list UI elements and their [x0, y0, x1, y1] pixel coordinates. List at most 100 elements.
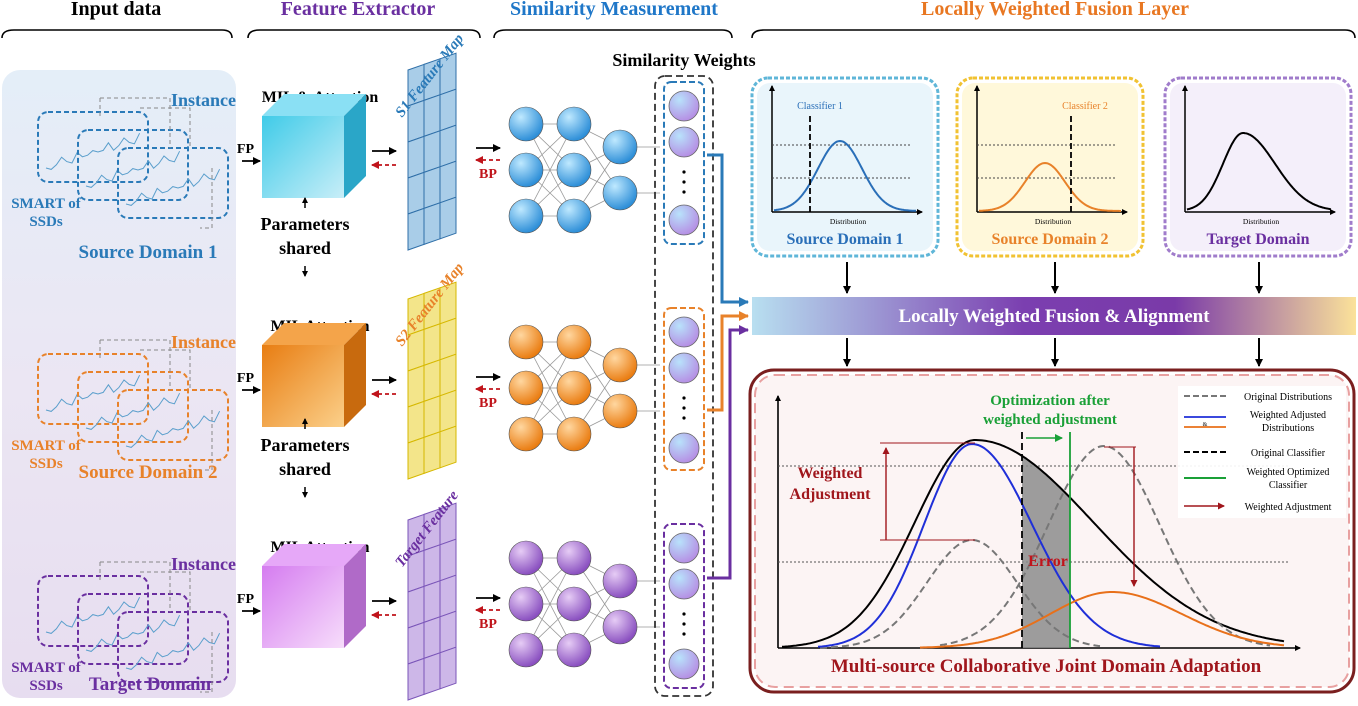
feature-map-cell	[407, 400, 425, 444]
smart-series-line	[45, 596, 141, 634]
weight-group-box	[663, 81, 705, 245]
net-node	[508, 198, 544, 234]
net-node	[602, 393, 638, 429]
weight-group-box	[663, 307, 705, 471]
ellipsis-dot	[682, 622, 686, 626]
fusion-alignment-label: Locally Weighted Fusion & Alignment	[898, 306, 1210, 327]
feature-map-cell	[407, 364, 425, 408]
instance-bracket	[99, 561, 213, 693]
feature-map-cell	[439, 574, 457, 618]
legend-item-1: Original Distributions	[1184, 392, 1332, 403]
parameters-label: Parameters	[261, 435, 350, 455]
instance-label: Instance	[171, 332, 236, 352]
weight-node	[668, 204, 700, 236]
cube-front	[262, 345, 344, 427]
net-node	[556, 324, 592, 360]
net-node	[556, 586, 592, 622]
header-feature-extractor: Feature Extractor	[281, 0, 436, 20]
dist-panel-label: Source Domain 1	[786, 231, 903, 248]
net-node	[508, 370, 544, 406]
weight-node	[668, 90, 700, 122]
instance-label: Instance	[171, 554, 236, 574]
net-node	[508, 540, 544, 576]
net-node	[602, 563, 638, 599]
feature-map-cell	[407, 171, 425, 215]
dist-panel-label: Source Domain 2	[991, 231, 1108, 248]
legend-label: Weighted Adjustment	[1245, 502, 1332, 513]
feature-map-cell	[439, 317, 457, 361]
dist-panel-border	[955, 76, 1145, 258]
bp-label: BP	[479, 617, 497, 632]
feature-map-cell	[407, 135, 425, 179]
feature-map-cell	[439, 389, 457, 433]
cube-front	[262, 116, 344, 198]
feature-map-cell	[423, 323, 441, 367]
distribution-axis-label: Distribution	[1035, 217, 1072, 226]
bottom-panel-title: Multi-source Collaborative Joint Domain …	[831, 656, 1262, 677]
legend-label: Weighted Adjusted	[1250, 410, 1326, 421]
distribution-curve	[1186, 132, 1332, 211]
distribution-axis-label: Distribution	[830, 217, 867, 226]
ellipsis-dot	[682, 632, 686, 636]
fp-label: FP	[237, 592, 255, 607]
error-label: Error	[1028, 553, 1068, 570]
ellipsis-dot	[682, 406, 686, 410]
smart-series-line	[85, 614, 181, 652]
feature-map-cell	[407, 436, 425, 480]
instance-box	[117, 389, 229, 461]
feature-map-cell	[439, 124, 457, 168]
ellipsis-dot	[682, 190, 686, 194]
weighted-label-2: Adjustment	[790, 486, 872, 503]
feature-map-cell	[423, 580, 441, 624]
feature-map-cell	[439, 88, 457, 132]
original-distribution-1	[820, 538, 1101, 649]
cube-top	[262, 323, 366, 345]
feature-map-cell	[439, 425, 457, 469]
net-node	[556, 370, 592, 406]
weight-node	[668, 432, 700, 464]
weight-node	[668, 532, 700, 564]
feature-map-cell	[439, 196, 457, 240]
net-node	[508, 586, 544, 622]
feature-extractors: MIL & AttentionFPS1 Feature MapBPMIL Att…	[237, 31, 501, 701]
similarity-networks	[508, 106, 660, 668]
fp-label: FP	[237, 142, 255, 157]
net-node	[602, 175, 638, 211]
weight-node	[668, 352, 700, 384]
header-input-data: Input data	[71, 0, 162, 20]
instance-bracket	[99, 97, 213, 229]
domain-name-label: Source Domain 2	[79, 462, 218, 483]
cube-top	[262, 544, 366, 566]
distribution-axis-label: Distribution	[1243, 217, 1280, 226]
instance-label: Instance	[171, 90, 236, 110]
ellipsis-dot	[682, 396, 686, 400]
instance-box	[77, 129, 189, 201]
header-similarity-measurement: Similarity Measurement	[510, 0, 718, 20]
net-node	[556, 152, 592, 188]
neural-net-1	[508, 106, 660, 234]
legend-amp: &	[1203, 422, 1208, 428]
feature-map-cell	[439, 610, 457, 654]
instance-box	[77, 593, 189, 665]
feature-map-cell	[407, 621, 425, 665]
net-node	[508, 416, 544, 452]
legend-label: Original Distributions	[1244, 392, 1332, 403]
feature-map-cell	[439, 538, 457, 582]
legend-label: Weighted Optimized	[1247, 467, 1330, 478]
legend-label-cont: Classifier	[1269, 480, 1308, 491]
shared-label: shared	[279, 459, 331, 479]
dist-panel-label: Target Domain	[1207, 231, 1310, 248]
weighted-label-1: Weighted	[798, 465, 863, 482]
weight-node	[668, 648, 700, 680]
feature-map-cell	[407, 657, 425, 701]
section-headers: Input data Feature Extractor Similarity …	[1, 0, 1356, 39]
weight-connectors	[707, 153, 749, 580]
classifier-label: Classifier 2	[1062, 101, 1108, 112]
feature-map-cell	[407, 207, 425, 251]
smart-series-line	[125, 632, 221, 670]
